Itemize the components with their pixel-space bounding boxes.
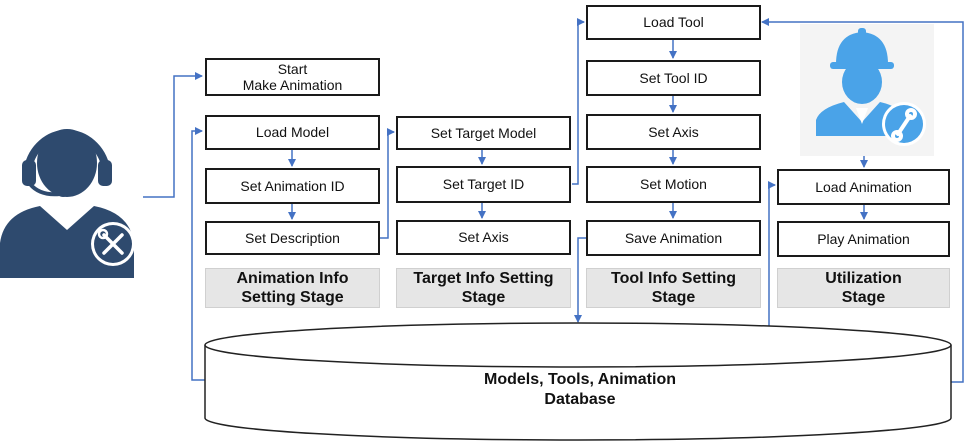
arrow-target-id-to-load-tool [572, 18, 585, 185]
start-make-animation-box[interactable]: Start Make Animation [205, 58, 380, 96]
wrench-screwdriver-icon [102, 233, 124, 255]
set-motion-box[interactable]: Set Motion [586, 166, 761, 203]
arrow-description-to-target-model [380, 128, 395, 239]
load-animation-box[interactable]: Load Animation [777, 169, 950, 205]
arrow-db-to-load-animation [768, 181, 776, 328]
set-axis-target-box[interactable]: Set Axis [396, 220, 571, 255]
set-axis-tool-box[interactable]: Set Axis [586, 114, 761, 150]
load-model-box[interactable]: Load Model [205, 115, 380, 150]
load-tool-box[interactable]: Load Tool [586, 5, 761, 40]
arrow-db-to-load-tool [761, 18, 964, 383]
play-animation-box[interactable]: Play Animation [777, 221, 950, 257]
set-description-box[interactable]: Set Description [205, 221, 380, 255]
set-target-model-box[interactable]: Set Target Model [396, 116, 571, 150]
wrench-icon [891, 108, 917, 142]
engineer-image [800, 24, 934, 156]
arrow-operator-to-start [143, 72, 203, 198]
target-info-stage-label: Target Info Setting Stage [396, 268, 571, 308]
set-animation-id-box[interactable]: Set Animation ID [205, 168, 380, 204]
save-animation-box[interactable]: Save Animation [586, 220, 761, 256]
operator-headset-icon [0, 129, 135, 278]
tool-info-stage-label: Tool Info Setting Stage [586, 268, 761, 308]
set-tool-id-box[interactable]: Set Tool ID [586, 60, 761, 96]
arrow-save-to-db [574, 237, 586, 323]
engineer-hardhat-icon [816, 28, 926, 146]
database-label: Models, Tools, Animation Database [484, 371, 676, 408]
arrow-db-to-load-model [191, 127, 207, 381]
utilization-stage-label: Utilization Stage [777, 268, 950, 308]
animation-info-stage-label: Animation Info Setting Stage [205, 268, 380, 308]
set-target-id-box[interactable]: Set Target ID [396, 166, 571, 203]
